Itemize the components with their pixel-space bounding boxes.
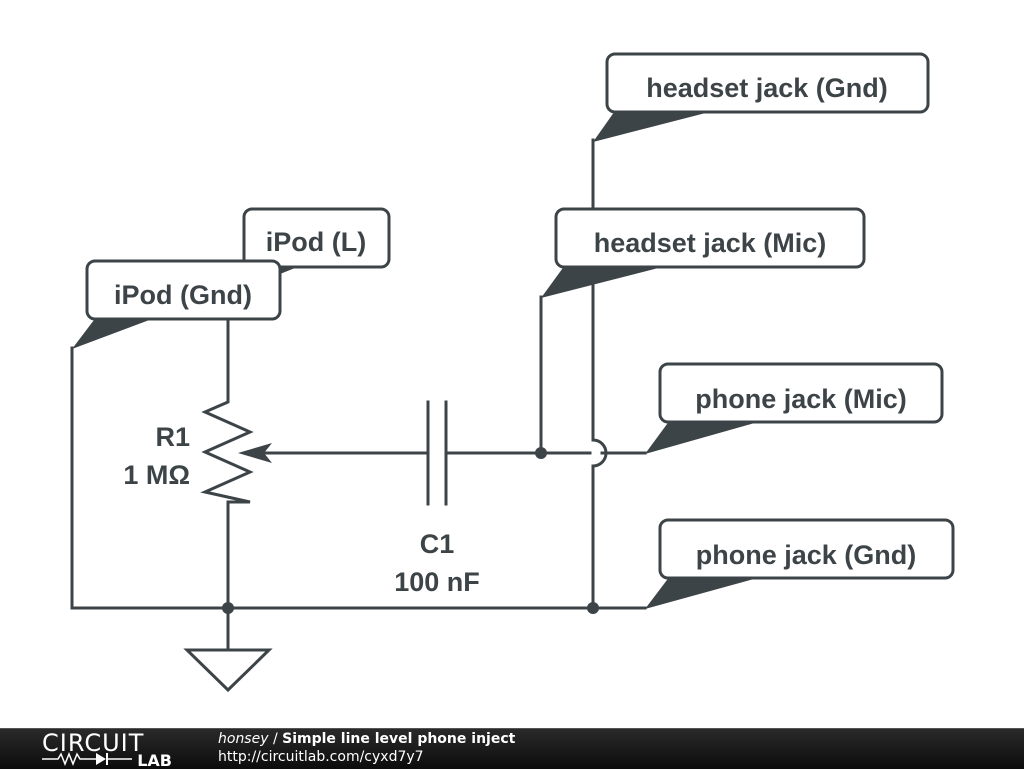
- title-separator: /: [268, 731, 283, 747]
- c1-name: C1: [420, 529, 455, 559]
- r1-name: R1: [155, 422, 190, 452]
- label-text: phone jack (Gnd): [696, 540, 917, 570]
- label-text: iPod (L): [266, 227, 366, 257]
- c1-value: 100 nF: [394, 567, 480, 597]
- net-label-ipod-gnd[interactable]: iPod (Gnd): [72, 259, 282, 349]
- wiper-arrow-icon: [238, 443, 272, 463]
- junction-dot: [535, 447, 547, 459]
- resistor-diode-icon: [42, 752, 132, 766]
- junction-dot: [587, 602, 599, 614]
- label-box: [658, 362, 944, 424]
- flag-pointer: [72, 316, 160, 349]
- label-text: headset jack (Mic): [594, 228, 827, 258]
- circuit-title[interactable]: Simple line level phone inject: [282, 731, 516, 747]
- r1-value: 1 MΩ: [123, 460, 190, 490]
- net-label-headset-gnd[interactable]: headset jack (Gnd): [593, 52, 930, 142]
- logo-text-circuit: CIRCUIT: [42, 729, 145, 757]
- net-label-phone-mic[interactable]: phone jack (Mic): [645, 362, 944, 454]
- junction-dot: [222, 602, 234, 614]
- ground-symbol-icon: [183, 648, 273, 693]
- label-box: [242, 207, 391, 269]
- author-link[interactable]: honsey: [218, 731, 269, 747]
- label-text: phone jack (Mic): [695, 384, 907, 414]
- circuit-url[interactable]: http://circuitlab.com/cyxd7y7: [218, 749, 424, 765]
- wires: [70, 138, 647, 652]
- logo-text-lab: LAB: [137, 751, 172, 770]
- label-box: [605, 52, 930, 114]
- schematic-canvas: R1 1 MΩ C1 100 nF iPod (L) iPod (Gnd) he…: [70, 52, 955, 693]
- circuit-title-line: honsey / Simple line level phone inject: [218, 731, 515, 747]
- flag-pointer: [645, 420, 765, 454]
- label-text: headset jack (Gnd): [646, 73, 888, 103]
- potentiometer-r1[interactable]: R1 1 MΩ: [123, 390, 272, 514]
- flag-pointer: [593, 108, 725, 142]
- net-label-phone-gnd[interactable]: phone jack (Gnd): [645, 518, 955, 609]
- net-label-headset-mic[interactable]: headset jack (Mic): [541, 207, 866, 298]
- capacitor-c1[interactable]: C1 100 nF: [394, 400, 480, 597]
- label-box: [554, 207, 866, 269]
- circuitlab-logo[interactable]: CIRCUIT LAB: [42, 729, 174, 770]
- flag-pointer: [645, 576, 765, 609]
- label-text: iPod (Gnd): [114, 280, 252, 310]
- wire-ipod-gnd: [70, 346, 230, 610]
- label-box: [85, 259, 282, 321]
- wire-headset-gnd: [591, 138, 608, 610]
- flag-pointer: [541, 265, 670, 298]
- footer-bar: CIRCUIT LAB honsey / Simple line level p…: [0, 728, 1024, 770]
- resistor-zigzag: [200, 390, 254, 514]
- label-box: [658, 518, 955, 580]
